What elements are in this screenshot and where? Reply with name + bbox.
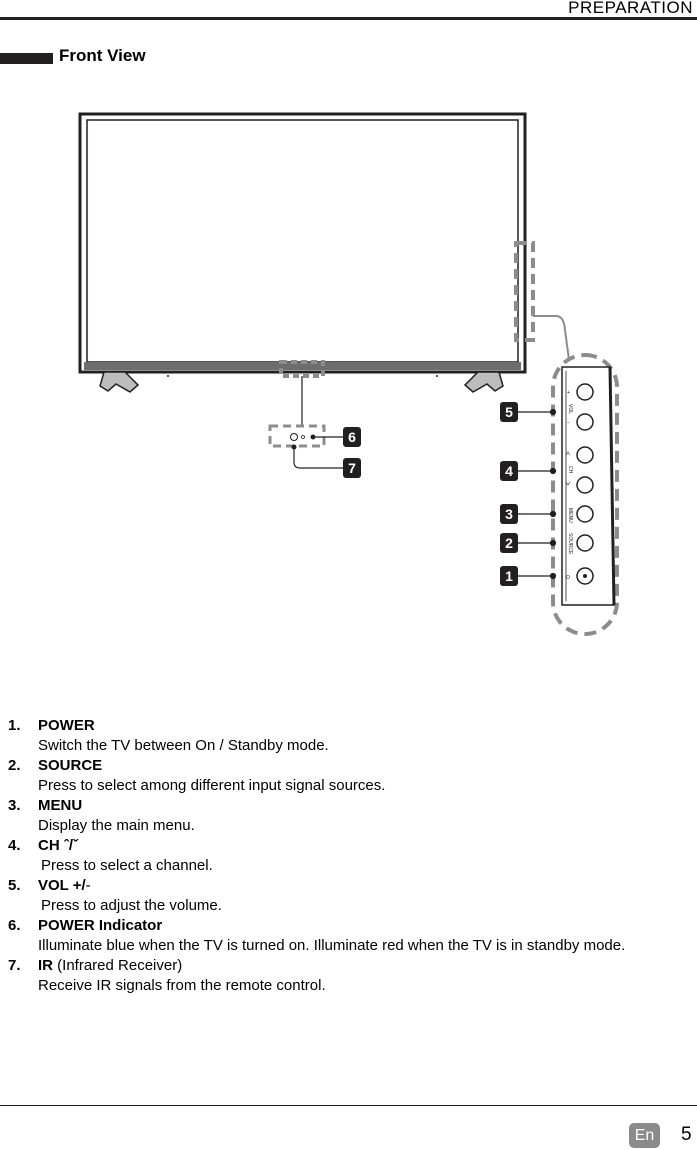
- ir-receiver-icon: [290, 433, 298, 441]
- item-number: 4.: [8, 837, 21, 854]
- callout-5: 5: [505, 404, 513, 420]
- vol-minus-mark: −: [567, 420, 570, 426]
- item-number: 6.: [8, 917, 21, 934]
- item-title: POWER: [38, 717, 95, 734]
- item-title: SOURCE: [38, 757, 103, 774]
- ch-up-icon: [565, 451, 571, 456]
- item-description: Switch the TV between On / Standby mode.: [38, 737, 329, 754]
- panel-buttons: [576, 383, 594, 585]
- tv-front-illustration: + VOL − CH MENU SOURCE 1 2 3 4 5 6 7: [78, 112, 619, 636]
- callout-1: 1: [505, 568, 513, 584]
- panel-label-vol: VOL: [567, 404, 573, 414]
- header-title: PREPARATION: [568, 0, 693, 17]
- item-title: VOL +/: [38, 877, 86, 894]
- language-badge: En: [629, 1123, 660, 1148]
- item-description: Display the main menu.: [38, 817, 195, 834]
- callout-7: 7: [348, 460, 356, 476]
- page-number: 5: [681, 1124, 692, 1145]
- panel-label-menu: MENU: [567, 508, 573, 523]
- side-buttons-highlight: [514, 241, 535, 342]
- section-title: Front View: [59, 46, 146, 65]
- list-item: 4. CH ˆ/ˇ Press to select a channel.: [8, 836, 694, 876]
- item-description: Illuminate blue when the TV is turned on…: [38, 937, 626, 954]
- indicator-zoom-box: [268, 424, 326, 448]
- callout-2: 2: [505, 535, 513, 551]
- item-description: Press to select among different input si…: [38, 777, 386, 794]
- item-title: IR: [38, 957, 53, 974]
- tv-stand: [99, 371, 504, 393]
- item-title: POWER Indicator: [38, 917, 163, 934]
- control-panel-zoom: [551, 353, 619, 636]
- item-description: Press to select a channel.: [41, 857, 213, 874]
- item-number: 3.: [8, 797, 21, 814]
- item-description: Press to adjust the volume.: [41, 897, 222, 914]
- callout-6: 6: [348, 429, 356, 445]
- list-item: 3. MENU Display the main menu.: [8, 796, 694, 836]
- vol-plus-mark: +: [567, 390, 570, 396]
- item-number: 5.: [8, 877, 21, 894]
- ch-down-icon: [565, 481, 571, 486]
- callout-3: 3: [505, 506, 513, 522]
- indicator-highlight: [279, 360, 325, 378]
- channel-arrows-icon: ˆ/ˇ: [63, 837, 79, 854]
- item-number: 2.: [8, 757, 21, 774]
- item-description: Receive IR signals from the remote contr…: [38, 977, 326, 994]
- callout-4: 4: [505, 463, 513, 479]
- power-indicator-icon: [301, 435, 305, 439]
- item-title-suffix: -: [85, 877, 91, 894]
- item-number: 7.: [8, 957, 21, 974]
- item-title-suffix: (Infrared Receiver): [53, 957, 183, 974]
- panel-label-ch: CH: [567, 466, 573, 474]
- tv-body: [78, 112, 527, 374]
- list-item: 2. SOURCE Press to select among differen…: [8, 756, 694, 796]
- power-symbol-icon: [566, 575, 570, 579]
- section-marker: [0, 53, 53, 64]
- list-item: 5. VOL +/- Press to adjust the volume.: [8, 876, 694, 916]
- list-item: 1. POWER Switch the TV between On / Stan…: [8, 716, 694, 756]
- header-rule: [0, 17, 697, 20]
- item-number: 1.: [8, 717, 21, 734]
- control-descriptions: 1. POWER Switch the TV between On / Stan…: [8, 716, 694, 996]
- list-item: 6. POWER Indicator Illuminate blue when …: [8, 916, 694, 956]
- list-item: 7. IR (Infrared Receiver) Receive IR sig…: [8, 956, 694, 996]
- item-title: CH: [38, 837, 60, 854]
- footer-rule: [0, 1105, 697, 1106]
- item-title: MENU: [38, 797, 83, 814]
- panel-label-source: SOURCE: [567, 533, 573, 555]
